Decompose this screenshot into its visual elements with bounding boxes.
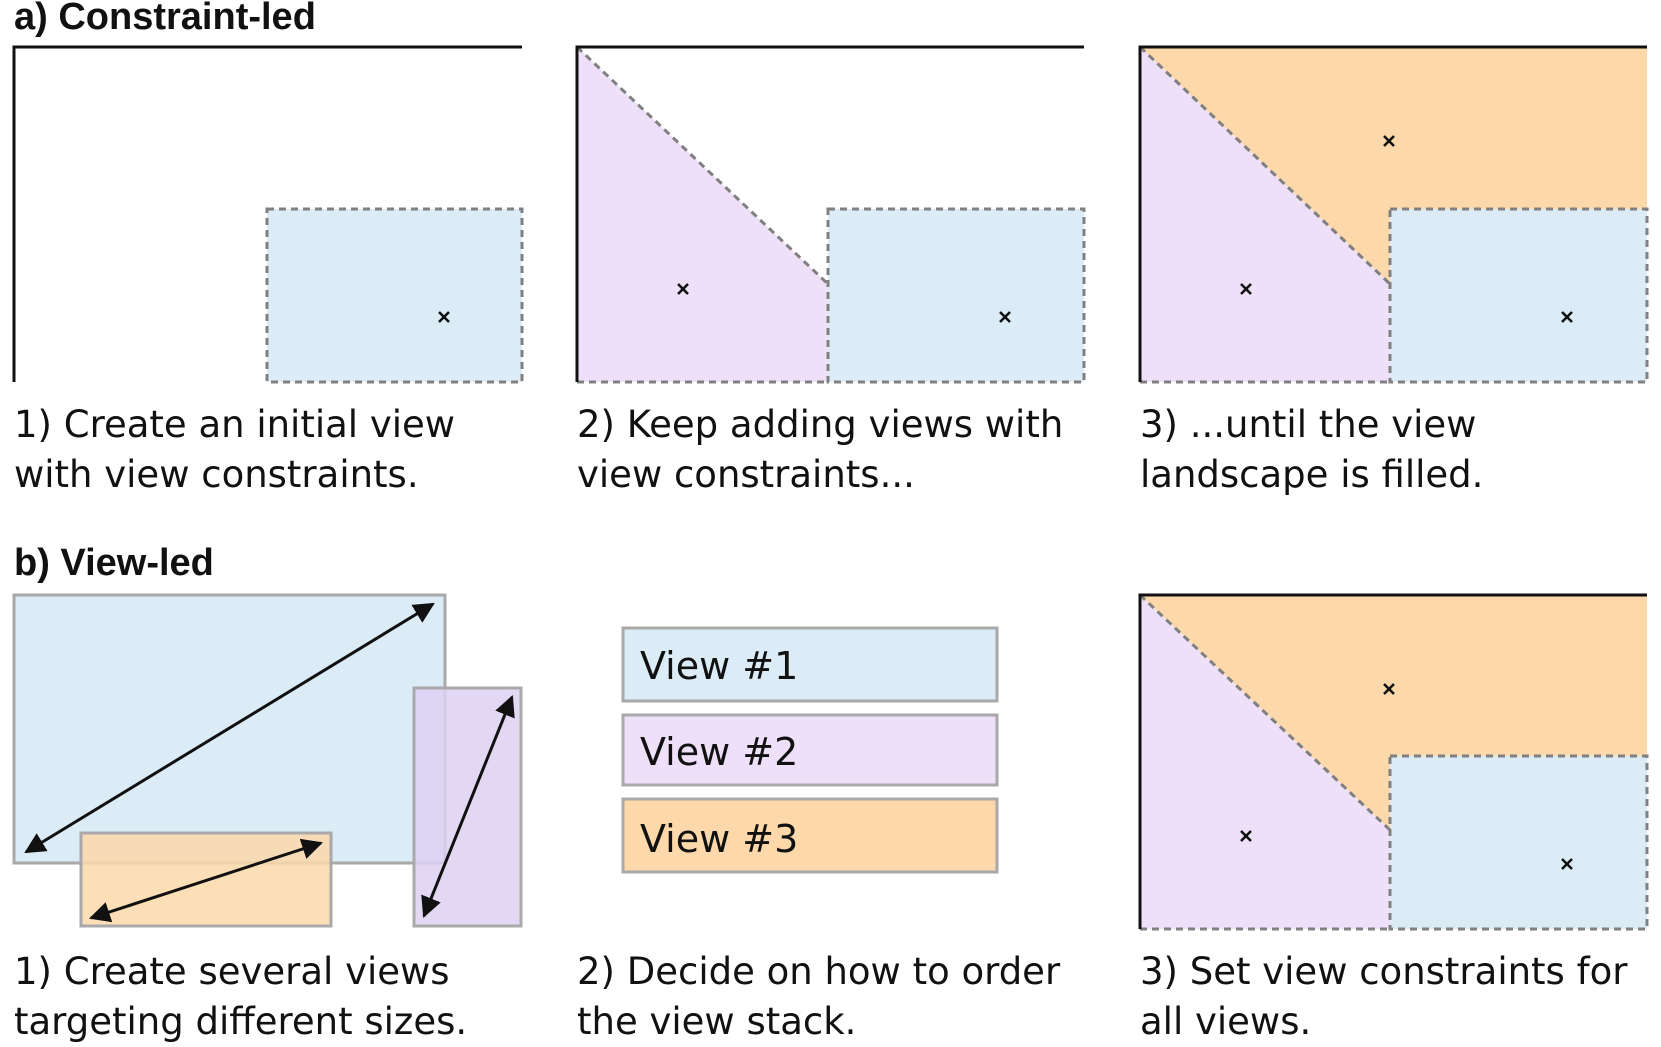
- a2-diagonal-constraint: [575, 45, 830, 286]
- b-panel-1-caption: 1) Create several views targeting differ…: [14, 947, 467, 1047]
- view-stack-label-2: View #2: [640, 730, 798, 774]
- a3-view-region-purple: [1140, 47, 1390, 382]
- b3-diagonal-constraint: [1138, 593, 1392, 832]
- b1-orange-size-arrow-icon: [89, 838, 323, 923]
- b3-view-region-blue: [1388, 754, 1649, 931]
- a1-landscape-axes: [12, 45, 522, 382]
- b3-landscape-axes: [1138, 593, 1647, 929]
- a-panel-3-caption-line-1: 3) ...until the view: [1140, 403, 1477, 446]
- a2-landscape-axes: [575, 45, 1084, 382]
- a-panel-1-caption: 1) Create an initial view with view cons…: [14, 400, 455, 500]
- view-stack-item-1: View #1: [621, 626, 999, 703]
- a2-view-region-blue: [826, 207, 1086, 384]
- a-panel-2-caption: 2) Keep adding views with view constrain…: [577, 400, 1063, 500]
- a-panel-1-caption-line-1: 1) Create an initial view: [14, 403, 456, 446]
- a-panel-3-caption-line-2: landscape is filled.: [1140, 453, 1484, 496]
- b1-purple-size-arrow-icon: [421, 695, 515, 918]
- b-panel-3-caption-line-2: all views.: [1140, 1000, 1312, 1043]
- a-panel-2-caption-line-1: 2) Keep adding views with: [577, 403, 1064, 446]
- a3-diagonal-constraint: [1138, 45, 1392, 286]
- b-panel-3-landscape: [1138, 593, 1649, 931]
- b3-view-region-purple: [1140, 595, 1390, 929]
- section-a-title: a) Constraint-led: [14, 0, 316, 38]
- a1-view-region-blue: [265, 207, 524, 384]
- a3-view-region-blue: [1388, 207, 1649, 384]
- view-stack-item-2: View #2: [621, 713, 999, 787]
- view-stack-label-1: View #1: [640, 644, 798, 688]
- b-panel-1-caption-line-2: targeting different sizes.: [14, 1000, 468, 1043]
- a3-view-region-orange: [1140, 47, 1647, 284]
- a-panel-1-landscape: [12, 45, 524, 384]
- b-panel-1-caption-line-1: 1) Create several views: [14, 950, 450, 993]
- a3-landscape-axes: [1138, 45, 1647, 382]
- a-panel-1-caption-line-2: with view constraints.: [14, 453, 419, 496]
- b-panel-3-caption-line-1: 3) Set view constraints for: [1140, 950, 1628, 993]
- b-panel-3-caption: 3) Set view constraints for all views.: [1140, 947, 1627, 1047]
- b-panel-2-caption-line-2: the view stack.: [577, 1000, 857, 1043]
- section-b-title: b) View-led: [14, 542, 214, 584]
- b-panel-2-view-stack: View #1 View #2 View #3: [621, 626, 999, 874]
- view-stack-label-3: View #3: [640, 817, 798, 861]
- b1-blue-size-arrow-icon: [24, 602, 435, 854]
- a-panel-3-landscape: [1138, 45, 1649, 384]
- b-panel-1-view-sizes: [12, 593, 523, 928]
- a-panel-2-caption-line-2: view constraints...: [577, 453, 915, 496]
- b-panel-2-caption: 2) Decide on how to order the view stack…: [577, 947, 1060, 1047]
- a-panel-2-landscape: [575, 45, 1086, 384]
- b3-view-region-orange: [1140, 595, 1647, 830]
- view-stack-item-3: View #3: [621, 797, 999, 874]
- a2-view-region-purple: [577, 47, 828, 382]
- a-panel-3-caption: 3) ...until the view landscape is filled…: [1140, 400, 1483, 500]
- b-panel-2-caption-line-1: 2) Decide on how to order: [577, 950, 1061, 993]
